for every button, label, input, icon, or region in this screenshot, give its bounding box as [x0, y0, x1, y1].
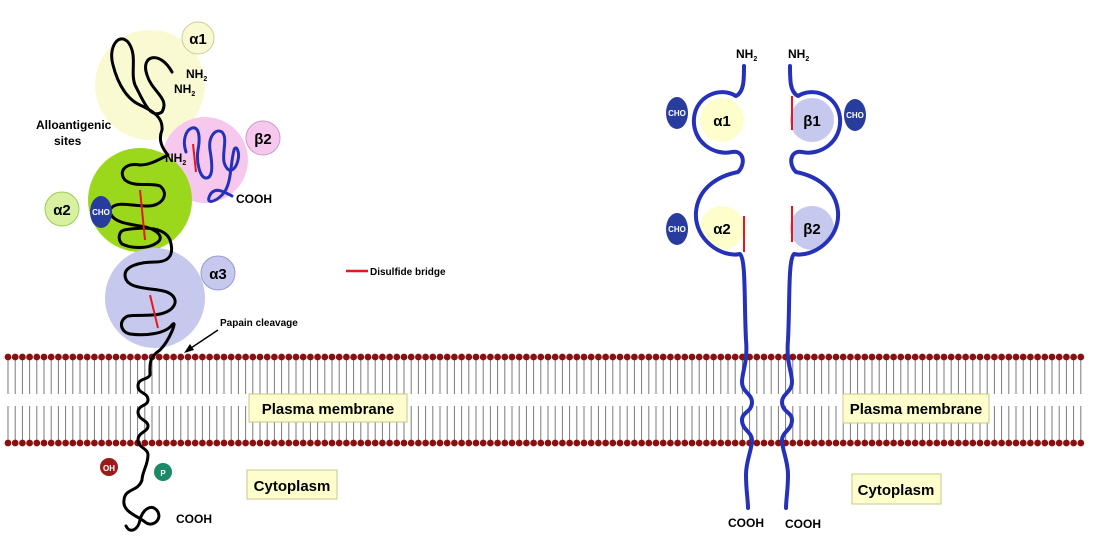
beta1-right-label: β1 — [803, 113, 821, 130]
mhc-class-ii-structure: α1 α2 β1 β2 CHO CHO CHO NH2 NH2 COOH COO… — [666, 47, 866, 531]
papain-arrowhead — [184, 344, 194, 353]
disulfide-legend-label: Disulfide bridge — [370, 267, 446, 278]
nh2-label-beta-chain: NH2 — [788, 47, 809, 63]
alpha2-right-label: α2 — [713, 221, 731, 238]
plasma-membrane-label-left: Plasma membrane — [262, 401, 395, 418]
nh2-label-alpha-top: NH2 — [186, 67, 207, 83]
cooh-label-beta2: COOH — [236, 192, 272, 206]
papain-cleavage-label: Papain cleavage — [220, 318, 298, 329]
cytoplasm-label-left: Cytoplasm — [254, 478, 331, 495]
cho-label-beta1: CHO — [846, 111, 864, 120]
mhc-class-i-structure: α1 β2 α2 α3 CHO NH2 NH2 NH2 COOH Alloant… — [36, 22, 298, 530]
cooh-label-alpha-chain: COOH — [728, 516, 764, 530]
oh-label: OH — [103, 464, 115, 473]
alpha1-right-label: α1 — [713, 113, 731, 130]
nh2-label-alpha-chain: NH2 — [736, 47, 757, 63]
alloantigenic-sites-label-line1: Alloantigenic — [36, 118, 112, 132]
p-label: P — [160, 469, 166, 478]
plasma-membrane-label-right: Plasma membrane — [850, 401, 983, 418]
alloantigenic-sites-label-line2: sites — [54, 134, 82, 148]
cho-label-alpha1: CHO — [668, 109, 686, 118]
cooh-label-left-tail: COOH — [176, 512, 212, 526]
cho-label: CHO — [92, 208, 110, 217]
beta2-right-label: β2 — [803, 221, 821, 238]
cho-label-alpha2: CHO — [668, 225, 686, 234]
cytoplasm-label-right: Cytoplasm — [858, 482, 935, 499]
disulfide-legend: Disulfide bridge — [346, 267, 446, 278]
alpha2-label: α2 — [53, 202, 71, 219]
alpha1-label: α1 — [189, 31, 207, 48]
papain-cleavage-arrow — [188, 330, 218, 350]
cooh-label-beta-chain: COOH — [785, 517, 821, 531]
beta2-label: β2 — [254, 131, 272, 148]
alpha3-label: α3 — [209, 266, 227, 283]
